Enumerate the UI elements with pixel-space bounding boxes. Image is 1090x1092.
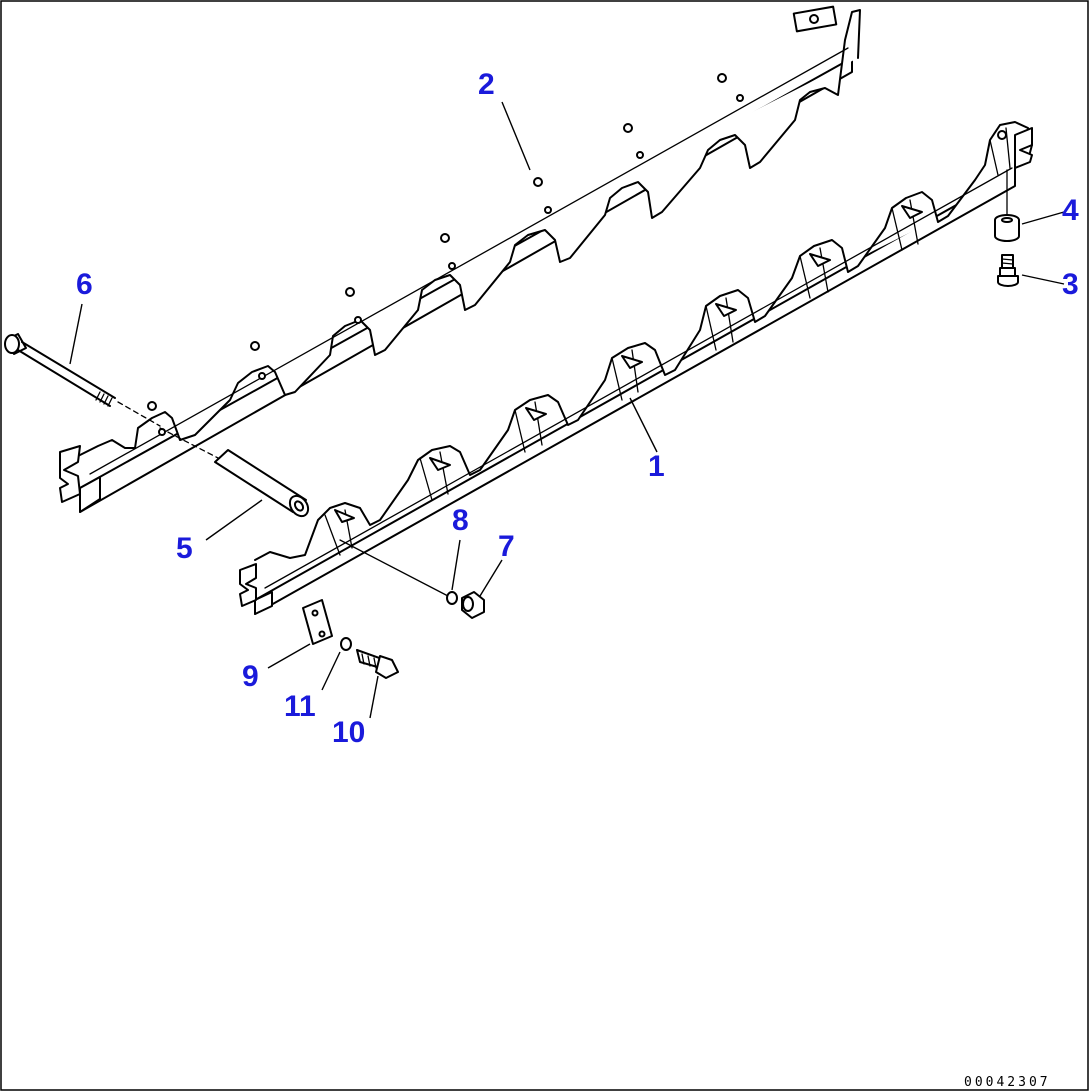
callout-6: 6 xyxy=(76,268,93,301)
leader-4 xyxy=(1021,211,1065,225)
washer-and-nut xyxy=(339,539,485,619)
callout-3: 3 xyxy=(1062,268,1079,301)
callout-9: 9 xyxy=(242,660,259,693)
leader-3 xyxy=(1021,274,1065,285)
leader-8 xyxy=(451,539,461,591)
plate-washer-bolt xyxy=(302,599,399,679)
callout-11: 11 xyxy=(284,690,316,723)
long-bolt xyxy=(4,333,161,427)
rail-upper xyxy=(59,5,861,513)
leader-9 xyxy=(267,643,311,669)
leader-lines xyxy=(69,101,1065,719)
callout-4: 4 xyxy=(1062,194,1079,227)
callout-7: 7 xyxy=(498,530,515,563)
leader-5 xyxy=(205,499,263,541)
collar-and-bolt xyxy=(994,169,1020,287)
callout-8: 8 xyxy=(452,504,469,537)
leader-7 xyxy=(479,559,503,597)
leader-1 xyxy=(629,397,658,453)
spacer-tube xyxy=(159,427,310,518)
callout-5: 5 xyxy=(176,532,193,565)
callout-2: 2 xyxy=(478,68,495,101)
leader-2 xyxy=(501,101,531,171)
leader-11 xyxy=(321,651,341,691)
rail-lower xyxy=(239,121,1033,615)
callouts: 1 2 3 4 5 6 7 8 9 10 11 xyxy=(76,68,1079,749)
drawing-number: 00042307 xyxy=(964,1075,1051,1090)
leader-6 xyxy=(69,303,83,365)
callout-1: 1 xyxy=(648,450,665,483)
callout-10: 10 xyxy=(332,716,365,749)
leader-10 xyxy=(369,675,379,719)
